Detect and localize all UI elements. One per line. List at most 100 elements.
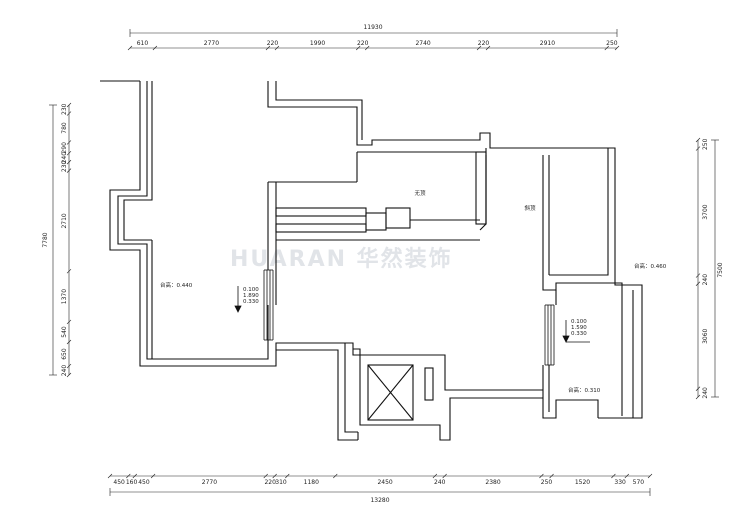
bottom-total-label: 13280	[370, 497, 389, 504]
right-dimension-segment-label: 250	[702, 138, 709, 150]
left-dimension-tick	[66, 339, 72, 345]
bottom-dimension-tick	[107, 473, 113, 479]
bottom-dimension-tick	[333, 473, 338, 479]
top-dimension-tick	[355, 45, 361, 51]
top-dimension-tick	[364, 45, 370, 51]
window-left	[263, 269, 274, 341]
left-dimension-segment-label: 290	[61, 142, 68, 154]
platform-height-right-upper: 台高：0.460	[634, 262, 667, 270]
right-dimension-segment-label: 240	[702, 274, 709, 286]
top-dimension-tick	[604, 45, 610, 51]
bottom-dimension-tick	[611, 473, 616, 479]
right-dimension-tick	[695, 146, 701, 151]
top-dimension-tick	[476, 45, 482, 51]
window-spec-left-1: 0.100	[243, 287, 259, 293]
bottom-dimension-tick	[647, 473, 653, 479]
watermark: HUARAN 华然装饰	[230, 246, 453, 272]
top-total-label: 11930	[363, 24, 382, 31]
top-dimension-segment-label: 2910	[540, 40, 555, 47]
bottom-dimension-tick	[624, 473, 630, 479]
top-dimension-segment-label: 220	[357, 40, 369, 47]
window-spec-right-3: 0.330	[571, 331, 587, 337]
bottom-dimension-segment-label: 450	[138, 479, 150, 486]
left-dimension-segment-label: 540	[61, 326, 68, 338]
left-dimension-tick	[66, 372, 72, 378]
top-dimension-segment-label: 1990	[310, 40, 325, 47]
right-dimension-tick	[695, 281, 701, 286]
window-spec-right-2: 1.590	[571, 325, 587, 331]
window-spec-left-3: 0.330	[243, 299, 259, 305]
right-dimension-segment-label: 3700	[702, 204, 709, 219]
left-dimension-tick	[66, 159, 72, 165]
bottom-dimension-segment-label: 450	[113, 479, 125, 486]
bottom-dimension-segment-label: 2770	[202, 479, 217, 486]
left-dimension-tick	[66, 268, 72, 274]
bottom-dimension-tick	[263, 473, 268, 479]
left-dimension-segment-label: 230	[61, 103, 68, 115]
top-dimension-tick	[485, 45, 491, 51]
right-dimension-segment-label: 3060	[702, 328, 709, 343]
left-dimension-tick	[66, 151, 72, 156]
top-dimension-tick	[614, 45, 620, 51]
left-total-label: 7780	[42, 232, 49, 247]
bottom-dimension-segment-label: 570	[633, 479, 645, 486]
top-dimension-tick	[152, 45, 158, 51]
top-dimension-segment-label: 220	[478, 40, 490, 47]
left-dimension-tick	[66, 140, 72, 145]
left-dimension-tick	[66, 102, 72, 108]
room-label-no-ceiling: 无顶	[414, 190, 426, 197]
window-spec-left-2: 1.890	[243, 293, 259, 299]
room-label-sloped-ceiling: 斜顶	[524, 204, 536, 212]
bottom-dimension-segment-label: 1180	[304, 479, 319, 486]
bottom-dimension-tick	[539, 473, 544, 479]
top-dimension-segment-label: 220	[267, 40, 279, 47]
right-dimension-chain: 250 3700 240 3060 240 7500	[695, 137, 724, 400]
bottom-dimension-tick	[132, 473, 138, 479]
bottom-dimension-segment-label: 220	[264, 479, 276, 486]
right-dimension-tick	[695, 394, 701, 400]
left-dimension-tick	[66, 168, 72, 173]
bottom-dimension-segment-label: 250	[541, 479, 553, 486]
top-dimension-tick	[265, 45, 271, 51]
top-dimension-segment-label: 610	[137, 40, 149, 47]
window-spec-right: 0.100 1.590 0.330	[562, 319, 590, 343]
bottom-dimension-tick	[432, 473, 438, 479]
platform-height-right-lower: 台高：0.310	[568, 386, 601, 394]
left-dimension-tick	[66, 111, 72, 116]
top-dimension-segment-label: 250	[606, 40, 618, 47]
window-spec-left: 0.100 1.890 0.330	[234, 286, 259, 313]
window-right	[544, 304, 555, 366]
bottom-dimension-segment-label: 330	[614, 479, 626, 486]
bottom-dimension-tick	[549, 473, 554, 479]
bottom-dimension-tick	[126, 473, 131, 479]
right-dimension-segment-label: 240	[702, 387, 709, 399]
bottom-dimension-segment-label: 2450	[377, 479, 392, 486]
right-dimension-tick	[695, 386, 701, 391]
left-dimension-tick	[66, 319, 72, 325]
top-dimension-chain: 11930 610 2770 220 1990 220 2740 220 2910 250	[127, 24, 620, 51]
bottom-dimension-tick	[442, 473, 447, 479]
right-total-label: 7500	[717, 262, 724, 277]
top-dimension-tick	[274, 45, 280, 51]
platform-height-left: 台高：0.440	[160, 281, 193, 289]
left-dimension-segment-label: 230	[61, 160, 68, 172]
left-dimension-segment-label: 780	[61, 122, 68, 134]
right-dimension-tick	[695, 273, 701, 278]
walls	[100, 80, 643, 441]
left-dimension-segment-label: 240	[61, 365, 68, 377]
top-dimension-segment-label: 2740	[415, 40, 430, 47]
top-dimension-tick	[127, 45, 133, 51]
left-dimension-segment-label: 240	[61, 152, 68, 164]
bottom-dimension-tick	[150, 473, 156, 479]
left-dimension-tick	[66, 363, 72, 369]
left-dimension-segment-label: 2710	[61, 213, 68, 228]
bottom-dimension-segment-label: 1520	[575, 479, 590, 486]
bottom-dimension-segment-label: 310	[275, 479, 287, 486]
right-dimension-tick	[695, 137, 701, 143]
left-dimension-segment-label: 1370	[61, 289, 68, 304]
bottom-dimension-segment-label: 160	[126, 479, 138, 486]
top-dimension-segment-label: 2770	[204, 40, 219, 47]
